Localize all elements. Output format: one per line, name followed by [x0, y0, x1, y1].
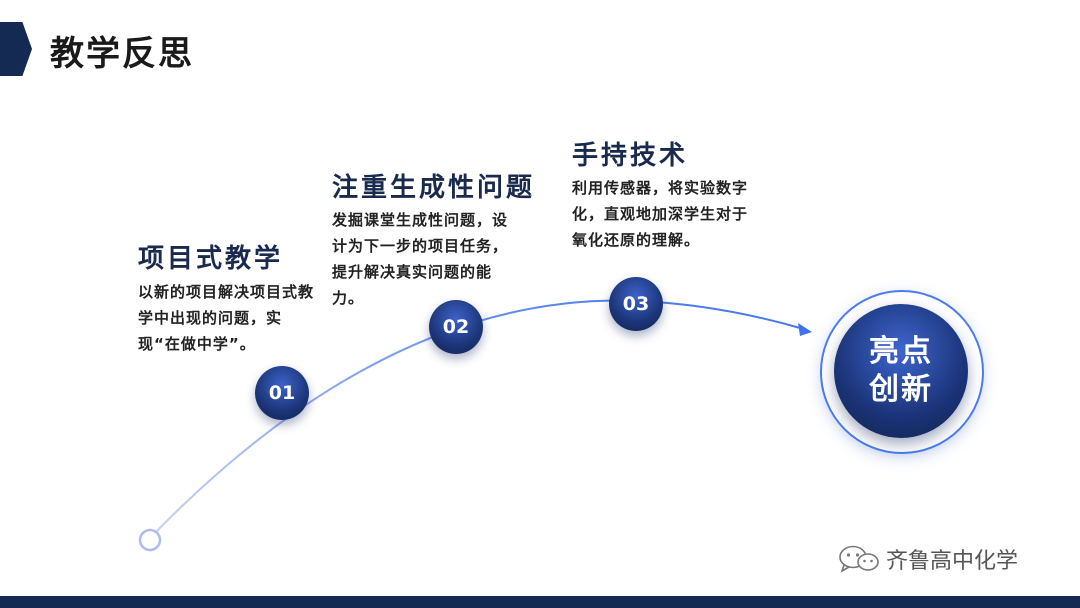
section-body-02: 发掘课堂生成性问题，设计为下一步的项目任务，提升解决真实问题的能力。 — [332, 211, 509, 307]
timeline-node-01: 01 — [255, 366, 309, 420]
section-body-01: 以新的项目解决项目式教学中出现的问题，实现“在做中学”。 — [138, 283, 315, 353]
footer-bar — [0, 596, 1080, 608]
section-heading-01: 项目式教学 — [138, 244, 284, 274]
timeline-node-02: 02 — [429, 300, 483, 354]
section-body-03: 利用传感器，将实验数字化，直观地加深学生对于氧化还原的理解。 — [572, 179, 749, 249]
page-title: 教学反思 — [50, 34, 194, 74]
section-heading-02: 注重生成性问题 — [332, 173, 536, 203]
wechat-icon — [839, 545, 879, 573]
watermark-text: 齐鲁高中化学 — [886, 549, 1019, 574]
highlight-line-1: 亮点 — [869, 334, 933, 369]
timeline-arrowhead — [798, 323, 812, 336]
timeline-start-marker — [138, 528, 162, 552]
highlight-badge: 亮点 创新 — [834, 304, 968, 438]
highlight-line-2: 创新 — [869, 372, 933, 407]
watermark: 齐鲁高中化学 — [838, 543, 1018, 575]
section-heading-03: 手持技术 — [572, 141, 689, 171]
timeline-path — [149, 299, 801, 539]
timeline-node-03: 03 — [609, 277, 663, 331]
